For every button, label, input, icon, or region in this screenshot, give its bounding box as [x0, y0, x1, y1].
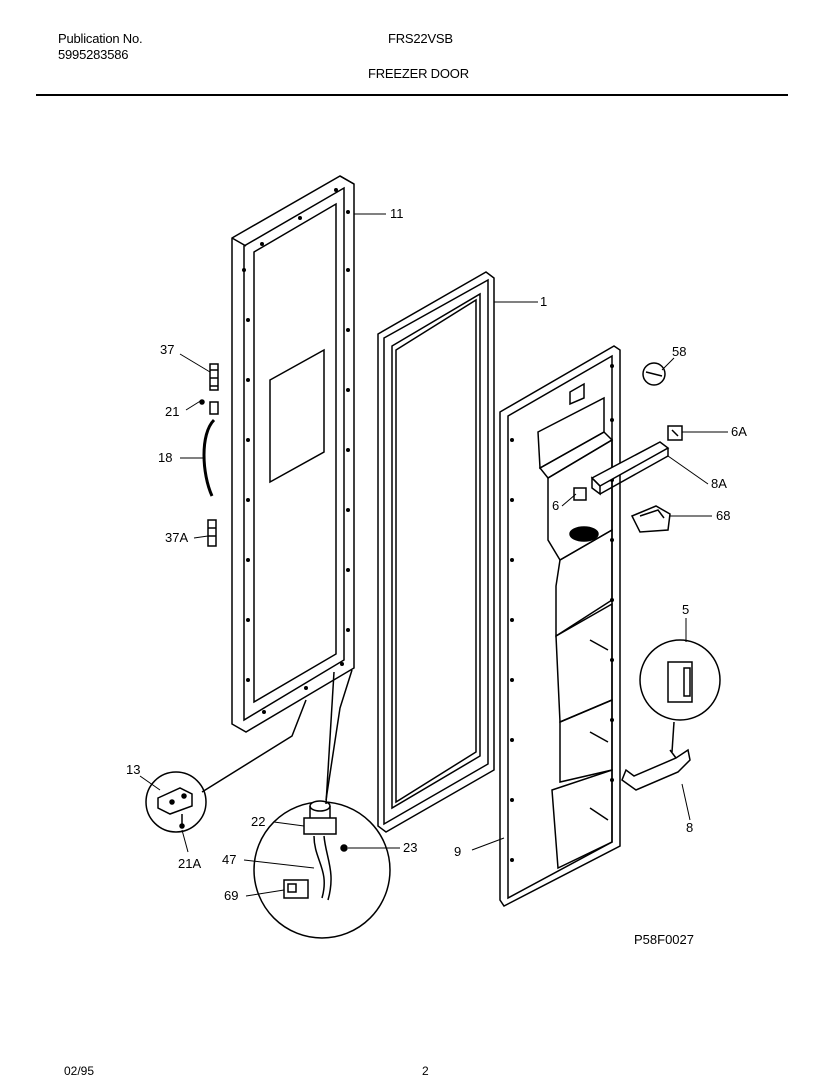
- screw-21: [199, 399, 219, 415]
- callout-8a: 8A: [711, 476, 727, 491]
- door-gasket: [377, 271, 495, 833]
- callout-5: 5: [682, 602, 689, 617]
- callout-37: 37: [160, 342, 174, 357]
- drawing-code: P58F0027: [634, 932, 694, 947]
- callout-13: 13: [126, 762, 140, 777]
- publication-label: Publication No.: [58, 31, 143, 46]
- callout-21a: 21A: [178, 856, 201, 871]
- callout-37a: 37A: [165, 530, 188, 545]
- callout-6a: 6A: [731, 424, 747, 439]
- clip-6a: [667, 425, 683, 441]
- outer-door-panel: [231, 175, 355, 733]
- callout-18: 18: [158, 450, 172, 465]
- model-number: FRS22VSB: [388, 31, 453, 46]
- callout-58: 58: [672, 344, 686, 359]
- detail-circle-13: [145, 699, 307, 833]
- callout-22: 22: [251, 814, 265, 829]
- callout-6: 6: [552, 498, 559, 513]
- footer-date: 02/95: [64, 1064, 95, 1078]
- detail-circle-switch: [253, 669, 391, 939]
- callout-23: 23: [403, 840, 417, 855]
- bracket-8: [621, 748, 691, 791]
- callout-47: 47: [222, 852, 236, 867]
- hinge-cover-37: [209, 363, 219, 391]
- footer-page-number: 2: [422, 1064, 429, 1078]
- hinge-cover-37a: [207, 519, 217, 547]
- clip-6: [573, 487, 587, 501]
- callout-68: 68: [716, 508, 730, 523]
- leader-lines: [139, 213, 728, 897]
- callout-labels: 11 1 58 6A 8A 6 68 5 8 9 37 21 18 37A 13…: [126, 206, 747, 947]
- callout-11: 11: [390, 206, 404, 221]
- detail-circle-5: [639, 639, 721, 753]
- rail-8a: [590, 441, 670, 496]
- header-rule: [36, 94, 788, 96]
- screw-58: [642, 362, 666, 386]
- callout-1: 1: [540, 294, 547, 309]
- section-title: FREEZER DOOR: [368, 66, 469, 81]
- inner-door-liner: [499, 345, 621, 907]
- cup-68: [630, 505, 671, 533]
- callout-21: 21: [165, 404, 179, 419]
- callout-8: 8: [686, 820, 693, 835]
- callout-69: 69: [224, 888, 238, 903]
- handle-18: [202, 418, 216, 497]
- publication-number: 5995283586: [58, 47, 129, 62]
- callout-9: 9: [454, 844, 461, 859]
